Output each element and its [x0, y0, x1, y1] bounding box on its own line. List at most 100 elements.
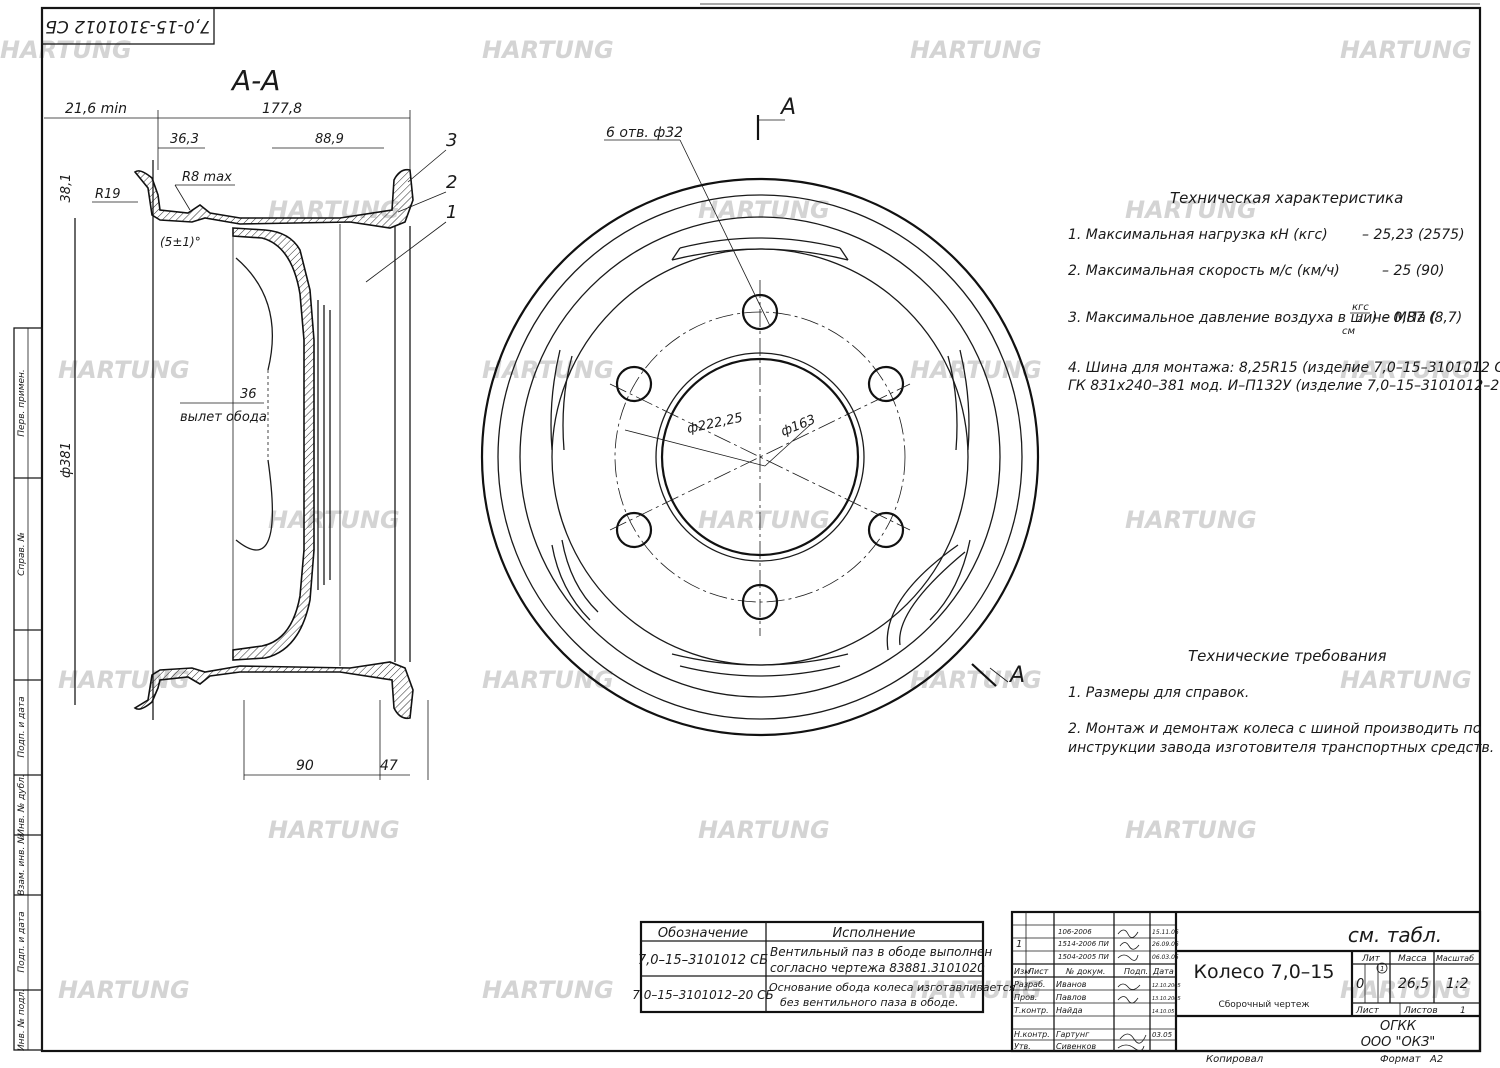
svg-text:ООО "ОКЗ": ООО "ОКЗ"	[1361, 1035, 1436, 1050]
svg-text:1. Максимальная нагрузка кН (к: 1. Максимальная нагрузка кН (кгс)	[1068, 227, 1328, 243]
svg-text:1514-2006 ПИ: 1514-2006 ПИ	[1058, 940, 1110, 948]
bolt-circle-label: ф222,25	[686, 410, 744, 436]
variant-code: 7,0–15–3101012–20 СБ	[632, 988, 774, 1002]
svg-text:вылет обода: вылет обода	[180, 410, 267, 425]
callout: 1	[446, 202, 457, 223]
watermark-logo: HARTUNG	[482, 36, 614, 64]
svg-text:кгс: кгс	[1352, 302, 1369, 313]
watermark-logo: HARTUNG	[910, 356, 1042, 384]
svg-text:Иванов: Иванов	[1056, 980, 1087, 989]
doc-code: 7,0-15-3101012 СБ	[45, 16, 211, 36]
watermark-logo: HARTUNG	[1340, 666, 1472, 694]
svg-text:36,3: 36,3	[170, 132, 199, 147]
svg-text:№ докум.: № докум.	[1065, 967, 1105, 976]
watermark-logo: HARTUNG	[910, 36, 1042, 64]
svg-text:Формат: Формат	[1380, 1054, 1422, 1065]
watermark-logo: HARTUNG	[482, 356, 614, 384]
svg-text:06.03.05: 06.03.05	[1152, 954, 1179, 961]
svg-text:Дата: Дата	[1152, 967, 1174, 976]
svg-text:Лит: Лит	[1361, 954, 1381, 964]
svg-text:Лист: Лист	[1355, 1006, 1380, 1016]
watermark-logo: HARTUNG	[58, 356, 190, 384]
section-mark: А	[1008, 663, 1025, 688]
svg-text:R8 max: R8 max	[182, 170, 232, 185]
svg-text:ОГКК: ОГКК	[1380, 1019, 1417, 1034]
mass: 26,5	[1398, 976, 1429, 992]
section-title: А-А	[230, 64, 280, 97]
svg-text:А2: А2	[1429, 1054, 1443, 1065]
svg-text:2. Монтаж и демонтаж колеса с: 2. Монтаж и демонтаж колеса с шиной прои…	[1068, 721, 1481, 737]
table-header: Обозначение	[658, 926, 748, 941]
side-stamp: Перв. примен. Справ. № Подп. и дата Инв.…	[13, 327, 43, 1051]
variant-code: 7,0–15–3101012 СБ	[638, 953, 768, 968]
svg-text:2. Максимальная скорость м/с: 2. Максимальная скорость м/с (км/ч)	[1068, 263, 1340, 279]
watermark-logo: HARTUNG	[1125, 196, 1257, 224]
svg-text:13.10.2005: 13.10.2005	[1152, 996, 1181, 1002]
watermark-logo: HARTUNG	[698, 506, 830, 534]
front-view: А А 6 отв. ф32 ф222,25 ф163	[480, 95, 1040, 737]
svg-text:Найда: Найда	[1056, 1006, 1083, 1015]
callout: 3	[446, 130, 457, 151]
svg-text:(5±1)°: (5±1)°	[160, 235, 201, 249]
svg-text:Сивенков: Сивенков	[1056, 1042, 1096, 1051]
stamp-label: Подп. и дата	[17, 696, 27, 757]
scale: 1:2	[1446, 976, 1469, 992]
tech-char-title: Техническая характеристика	[1170, 189, 1403, 207]
svg-text:Утв.: Утв.	[1014, 1042, 1031, 1051]
watermark-logo: HARTUNG	[482, 976, 614, 1004]
callout: 2	[446, 172, 457, 193]
svg-text:Павлов: Павлов	[1056, 993, 1087, 1002]
svg-text:R19: R19	[95, 187, 121, 202]
variant-desc: без вентильного паза в ободе.	[780, 996, 958, 1009]
section-view: А-А 21,6 min 177,8 36,3 88,9 R8 ma	[44, 64, 457, 780]
variant-desc: Основание обода колеса изготавливается	[769, 981, 1016, 994]
svg-text:1: 1	[1380, 965, 1384, 973]
watermark-logo: HARTUNG	[268, 816, 400, 844]
svg-text:см: см	[1342, 326, 1355, 337]
svg-text:1. Размеры для справок.: 1. Размеры для справок.	[1068, 685, 1249, 701]
svg-text:) – 0,87 (8,7): ) – 0,87 (8,7)	[1371, 310, 1462, 326]
svg-text:14.10.05: 14.10.05	[1152, 1009, 1174, 1015]
svg-text:– 25,23 (2575): – 25,23 (2575)	[1362, 227, 1465, 243]
tech-characteristics: Техническая характеристика 1. Максимальн…	[1068, 189, 1500, 394]
svg-text:0: 0	[1356, 977, 1364, 992]
tech-requirements: Технические требования 1. Размеры для сп…	[1068, 647, 1494, 756]
watermark-logo: HARTUNG	[1340, 36, 1472, 64]
svg-text:Гартунг: Гартунг	[1056, 1030, 1090, 1039]
svg-text:Масса: Масса	[1398, 954, 1427, 964]
svg-text:Т.контр.: Т.контр.	[1014, 1006, 1049, 1015]
svg-text:ГК 831х240–381 мод. И–П132У (и: ГК 831х240–381 мод. И–П132У (изделие 7,0…	[1068, 378, 1500, 394]
svg-text:1: 1	[1460, 1006, 1466, 1016]
svg-text:Пров.: Пров.	[1014, 993, 1037, 1002]
stamp-label: Перв. примен.	[17, 369, 27, 437]
svg-text:Подп.: Подп.	[1124, 967, 1148, 976]
svg-text:177,8: 177,8	[262, 101, 302, 117]
watermark-logo: HARTUNG	[268, 506, 400, 534]
svg-text:15.11.06: 15.11.06	[1152, 929, 1179, 936]
change-no: 1	[1016, 939, 1022, 950]
svg-text:Масштаб: Масштаб	[1436, 954, 1474, 963]
svg-text:Листов: Листов	[1403, 1006, 1438, 1016]
watermark-logo: HARTUNG	[698, 816, 830, 844]
table-header: Исполнение	[832, 926, 915, 941]
stamp-label: Инв. № дубл.	[17, 774, 27, 836]
svg-text:– 25 (90): – 25 (90)	[1382, 263, 1444, 279]
svg-text:90: 90	[296, 758, 314, 774]
svg-text:Изм: Изм	[1014, 967, 1030, 976]
section-mark: А	[779, 95, 796, 120]
svg-text:Копировал: Копировал	[1206, 1054, 1264, 1065]
svg-text:47: 47	[380, 758, 398, 774]
watermark-logo: HARTUNG	[698, 196, 830, 224]
svg-text:26.09.06: 26.09.06	[1152, 941, 1179, 948]
doc-code-box: 7,0-15-3101012 СБ	[41, 7, 215, 45]
doc-type: Сборочный чертеж	[1218, 1000, 1309, 1010]
watermark-logo: HARTUNG	[910, 666, 1042, 694]
stamp-label: Взам. инв. №	[17, 834, 27, 895]
svg-text:38,1: 38,1	[59, 174, 74, 203]
stamp-label: Справ. №	[17, 532, 27, 576]
title-block: 1 106-2006 1514-2006 ПИ 1504-2005 ПИ 15.…	[1010, 910, 1482, 1065]
svg-text:88,9: 88,9	[315, 132, 344, 147]
watermark-logo: HARTUNG	[1125, 506, 1257, 534]
variant-desc: согласно чертежа 83881.3101020	[770, 961, 985, 975]
